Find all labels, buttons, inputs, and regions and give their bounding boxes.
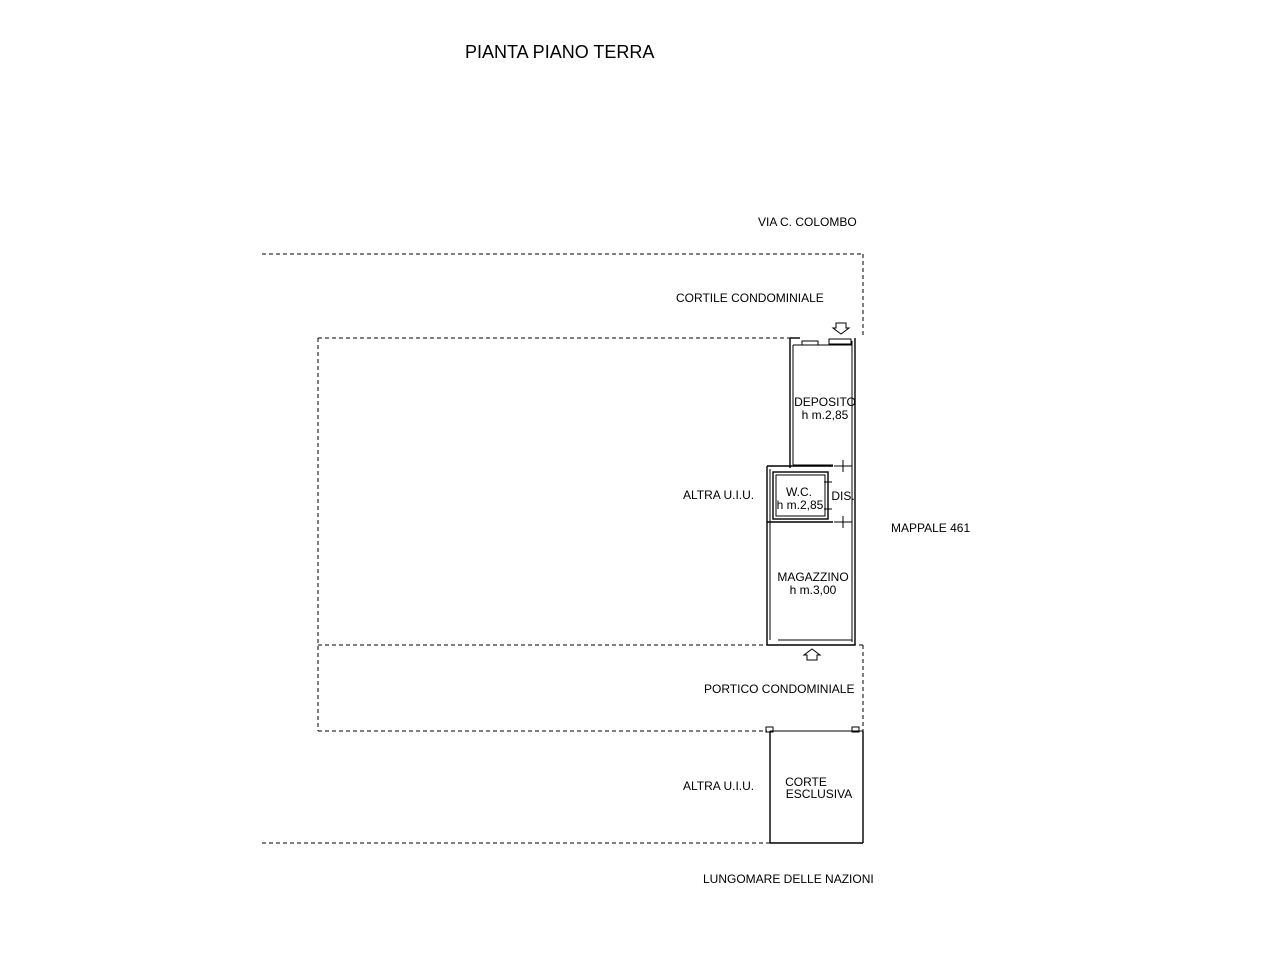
portico-label: PORTICO CONDOMINIALE <box>704 682 854 696</box>
other-unit-label-upper: ALTRA U.I.U. <box>683 488 754 502</box>
other-unit-label-lower: ALTRA U.I.U. <box>683 779 754 793</box>
corte-label-line2: ESCLUSIVA <box>786 787 852 801</box>
door-marks <box>801 338 852 528</box>
page-title: PIANTA PIANO TERRA <box>465 42 654 62</box>
corte-esclusiva-area <box>765 726 864 844</box>
parcel-label: MAPPALE 461 <box>891 521 970 535</box>
room-magazzino-height: h m.3,00 <box>790 583 837 597</box>
room-magazzino-name: MAGAZZINO <box>777 570 848 584</box>
corte-label-line1: CORTE <box>785 775 827 789</box>
courtyard-label: CORTILE CONDOMINIALE <box>676 291 824 305</box>
room-wc-name: W.C. <box>786 485 812 499</box>
room-wc-height: h m.2,85 <box>777 498 824 512</box>
entrance-arrow-top <box>831 322 851 335</box>
room-deposito-name: DEPOSITO <box>794 395 856 409</box>
room-deposito-height: h m.2,85 <box>802 408 849 422</box>
room-dis-name: DIS. <box>831 489 854 503</box>
unit-walls <box>766 337 856 646</box>
entrance-arrow-bottom <box>802 648 822 661</box>
street-bottom-label: LUNGOMARE DELLE NAZIONI <box>703 872 874 886</box>
street-top-label: VIA C. COLOMBO <box>758 215 857 229</box>
